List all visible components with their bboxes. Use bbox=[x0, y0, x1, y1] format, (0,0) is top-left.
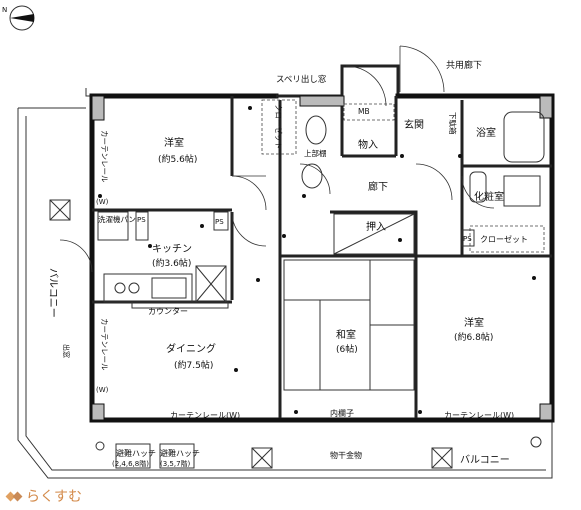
uchi-ranma-label: 内欄子 bbox=[330, 408, 354, 418]
curtain-rail-h2-label: カーテンレール(W) bbox=[444, 411, 514, 420]
washitsu-tatami bbox=[283, 259, 415, 391]
curtain-rail-v1-label: カーテンレール bbox=[100, 130, 109, 183]
ps2-label: PS bbox=[215, 218, 224, 226]
kitchen-size: (約3.6帖) bbox=[152, 257, 191, 269]
ps3-label: PS bbox=[463, 235, 472, 243]
oshiire-box bbox=[333, 213, 415, 255]
curtain-rail-v2-label: カーテンレール bbox=[100, 318, 109, 371]
door-swings bbox=[59, 45, 495, 273]
dining-size: (約7.5帖) bbox=[174, 359, 213, 371]
brand-logo: らくすむ bbox=[5, 486, 82, 506]
mb-label: MB bbox=[358, 107, 370, 116]
western-room2-size: (約6.8帖) bbox=[454, 331, 493, 343]
western-room2-name: 洋室 bbox=[464, 316, 484, 329]
counter-label: カウンター bbox=[148, 307, 188, 316]
closet-vertical-label: クローゼット bbox=[274, 104, 284, 149]
ps1-label: PS bbox=[137, 216, 146, 224]
compass-label: N bbox=[2, 6, 7, 14]
upper-shelf-label: 上部棚 bbox=[304, 148, 327, 158]
dining-name: ダイニング bbox=[166, 342, 216, 355]
closet-horizontal-label: クローゼット bbox=[480, 234, 528, 244]
monohoshi-label: 物干金物 bbox=[330, 450, 362, 460]
brand-name: らくすむ bbox=[26, 489, 82, 505]
curtain-rail-h1-label: カーテンレール(W) bbox=[170, 411, 240, 420]
bath-label: 浴室 bbox=[476, 126, 496, 139]
storage-label: 物入 bbox=[358, 138, 378, 151]
balcony-bottom-label: バルコニー bbox=[460, 454, 510, 466]
washitsu-size: (6帖) bbox=[336, 343, 358, 355]
toilet-label: 化粧室 bbox=[474, 190, 504, 203]
hinan1-label: 避難ハッチ bbox=[116, 448, 156, 458]
kitchen-name: キッチン bbox=[152, 243, 192, 255]
balcony-hatches bbox=[49, 199, 542, 469]
curtain-rail-w2-label: (W) bbox=[96, 386, 109, 394]
outlet-dots bbox=[98, 106, 536, 414]
suberi-window-label: スベリ出し窓 bbox=[276, 74, 327, 85]
kitchen-fixtures bbox=[103, 265, 229, 309]
western-room1-size: (約5.6帖) bbox=[158, 153, 197, 165]
hallway-label: 廊下 bbox=[368, 180, 388, 193]
hinan2-label: 避難ハッチ bbox=[160, 448, 200, 458]
shoe-box-label: 下駄箱 bbox=[448, 112, 458, 135]
entrance-label: 玄関 bbox=[404, 118, 424, 131]
laundry-pan-label: 洗濯機パン bbox=[98, 214, 136, 224]
balcony-left-label: バルコニー bbox=[47, 268, 59, 318]
hinan1-floors-label: (2,4,6,8階) bbox=[112, 459, 149, 468]
hinan2-floors-label: (3,5,7階) bbox=[160, 459, 191, 468]
bath-fixtures bbox=[301, 111, 545, 207]
oshiire-label: 押入 bbox=[366, 220, 386, 233]
compass-icon: N bbox=[2, 5, 35, 31]
common-corridor-label: 共用廊下 bbox=[446, 59, 482, 71]
column-blocks bbox=[91, 95, 553, 421]
western-room1-name: 洋室 bbox=[164, 136, 184, 149]
washitsu-name: 和室 bbox=[336, 328, 356, 341]
brand-mark-icon bbox=[5, 488, 23, 504]
utility-boxes bbox=[97, 211, 475, 247]
closets bbox=[261, 99, 545, 253]
curtain-rail-w1-label: (W) bbox=[96, 198, 109, 206]
demado-label: 出窓 bbox=[62, 344, 71, 358]
